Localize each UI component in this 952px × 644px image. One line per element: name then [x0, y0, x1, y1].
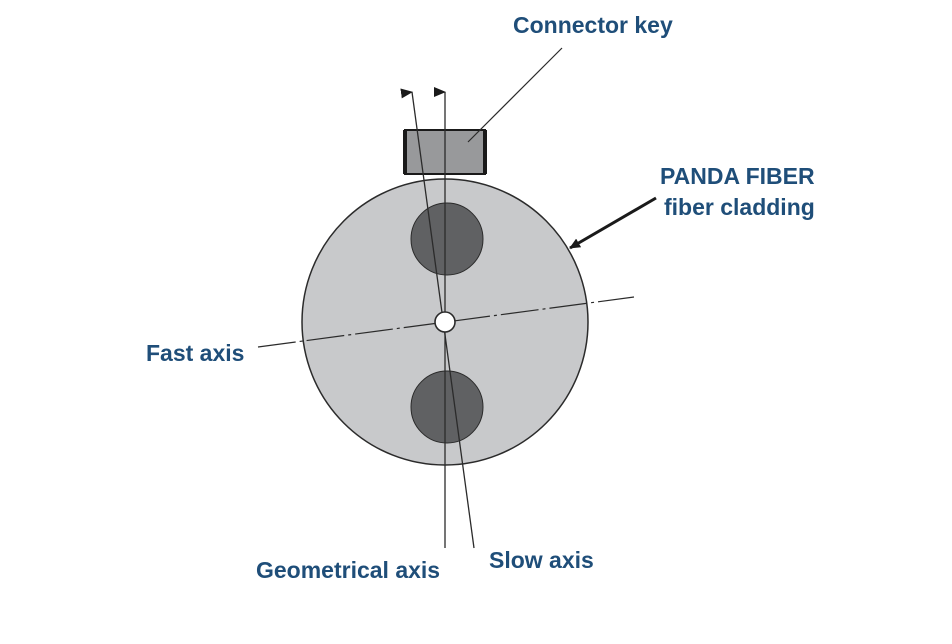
- slow-axis-label: Slow axis: [489, 547, 594, 573]
- connector-key-label: Connector key: [513, 12, 673, 38]
- stress-rod-top: [410, 202, 484, 276]
- fiber-cladding-label: fiber cladding: [664, 194, 815, 220]
- fast-axis-label: Fast axis: [146, 340, 245, 366]
- connector-key-leader-line: [467, 47, 563, 143]
- fiber-core: [434, 311, 456, 333]
- cladding-pointer-arrow: [569, 196, 657, 250]
- panda-fiber-label: PANDA FIBER: [660, 163, 815, 189]
- geometrical-axis-label: Geometrical axis: [256, 557, 441, 583]
- stress-rod-bottom: [410, 370, 484, 444]
